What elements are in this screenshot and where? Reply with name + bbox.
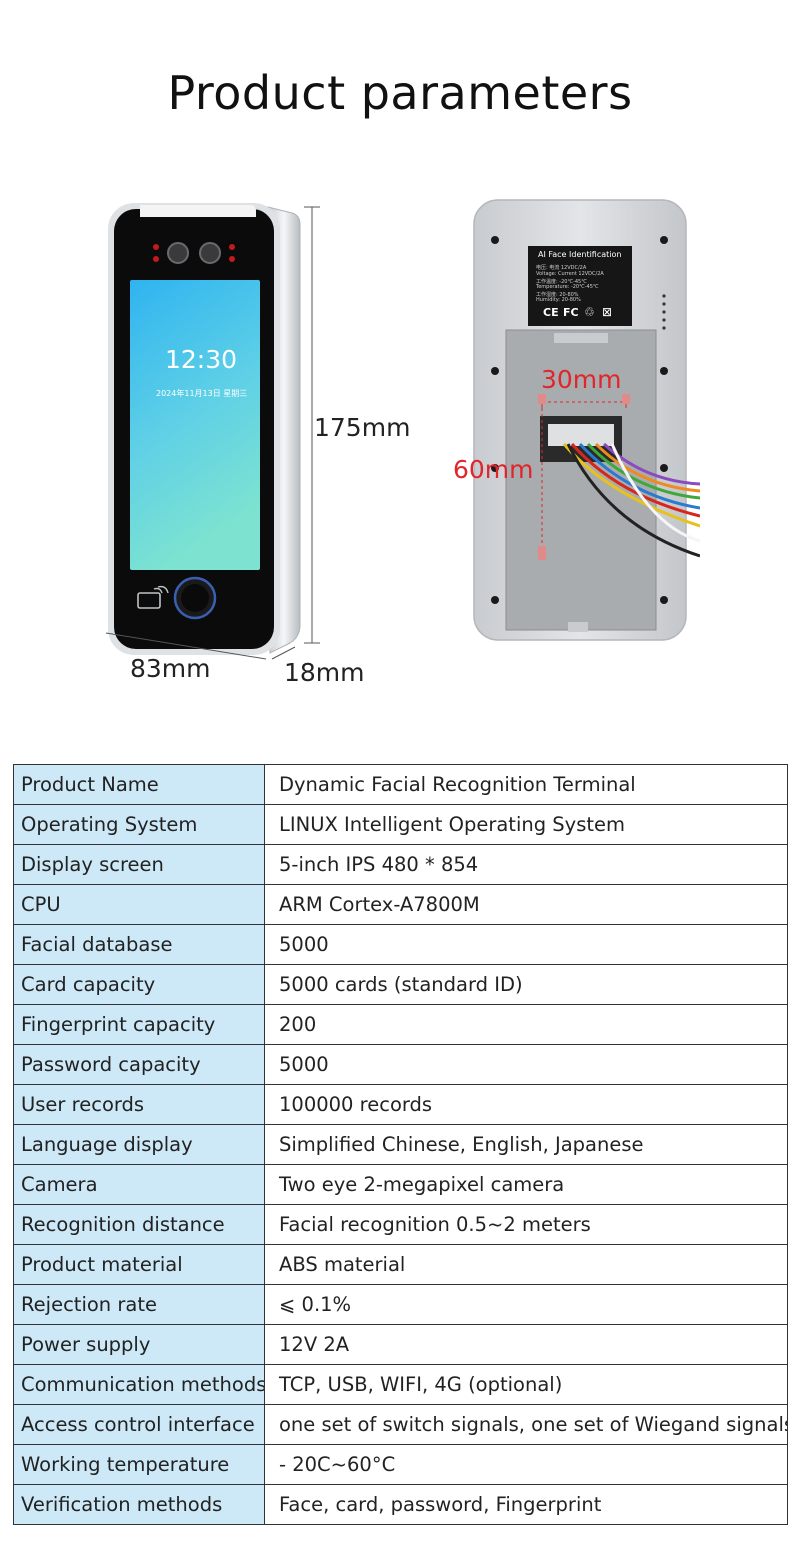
back-device-illustration xyxy=(473,199,700,641)
spec-key-cell: Language display xyxy=(13,1124,265,1165)
spec-value-cell: - 20C~60°C xyxy=(264,1444,788,1485)
cert-mark-recycle: ♲ xyxy=(584,305,595,319)
dimension-width: 83mm xyxy=(130,654,211,683)
spec-value-cell: 5000 xyxy=(264,1044,788,1085)
spec-key-cell: User records xyxy=(13,1084,265,1125)
spec-value-cell: Two eye 2-megapixel camera xyxy=(264,1164,788,1205)
spec-key-cell: Working temperature xyxy=(13,1444,265,1485)
ir-light-icon xyxy=(153,256,159,262)
spec-value-cell: Face, card, password, Fingerprint xyxy=(264,1484,788,1525)
spec-value-cell: ABS material xyxy=(264,1244,788,1285)
device-screen xyxy=(130,280,260,570)
product-label xyxy=(528,246,632,326)
screen-time: 12:30 xyxy=(165,345,238,374)
spec-value-cell: ⩽ 0.1% xyxy=(264,1284,788,1325)
spec-key-cell: Recognition distance xyxy=(13,1204,265,1245)
spec-value-cell: 5000 cards (standard ID) xyxy=(264,964,788,1005)
spec-key-cell: Power supply xyxy=(13,1324,265,1365)
spec-key-cell: Product material xyxy=(13,1244,265,1285)
spec-key-cell: Access control interface xyxy=(13,1404,265,1445)
label-line: Voltage: Current 12VDC/2A xyxy=(536,271,604,277)
spec-value-cell: 5000 xyxy=(264,924,788,965)
spec-key-cell: Card capacity xyxy=(13,964,265,1005)
spec-value-cell: LINUX Intelligent Operating System xyxy=(264,804,788,845)
table-row: Working temperature- 20C~60°C xyxy=(13,1444,788,1485)
ir-light-icon xyxy=(153,244,159,250)
label-line: Temperature: -20℃-45℃ xyxy=(536,284,599,290)
spec-value-cell: 12V 2A xyxy=(264,1324,788,1365)
spec-key-cell: Camera xyxy=(13,1164,265,1205)
spec-key-cell: Display screen xyxy=(13,844,265,885)
cert-mark-fc: FC xyxy=(563,306,579,319)
dimension-mount-height: 60mm xyxy=(453,455,534,484)
spec-key-cell: Product Name xyxy=(13,764,265,805)
label-line: 工作湿度: 20-80% xyxy=(536,292,579,298)
spec-value-cell: 200 xyxy=(264,1004,788,1045)
spec-key-cell: Password capacity xyxy=(13,1044,265,1085)
spec-key-cell: Operating System xyxy=(13,804,265,845)
spec-value-cell: one set of switch signals, one set of Wi… xyxy=(264,1404,788,1445)
screen-date: 2024年11月13日 星期三 xyxy=(156,389,248,398)
card-reader-icon xyxy=(137,585,169,609)
label-line: 电压: 电流 12VDC/2A xyxy=(536,265,587,271)
dimension-height: 175mm xyxy=(314,413,411,442)
spec-value-cell: Facial recognition 0.5~2 meters xyxy=(264,1204,788,1245)
spec-key-cell: Fingerprint capacity xyxy=(13,1004,265,1045)
spec-value-cell: ARM Cortex-A7800M xyxy=(264,884,788,925)
camera-lens-icon xyxy=(167,242,189,264)
cert-mark-ce: CE xyxy=(543,306,559,319)
label-title: AI Face Identification xyxy=(538,250,622,259)
spec-key-cell: Verification methods xyxy=(13,1484,265,1525)
page-title: Product parameters xyxy=(167,66,633,120)
table-row: Rejection rate⩽ 0.1% xyxy=(13,1284,788,1325)
spec-value-cell: Simplified Chinese, English, Japanese xyxy=(264,1124,788,1165)
spec-key-cell: Rejection rate xyxy=(13,1284,265,1325)
spec-key-cell: Communication methods xyxy=(13,1364,265,1405)
front-device-illustration xyxy=(105,203,320,660)
spec-value-cell: 100000 records xyxy=(264,1084,788,1125)
label-line: Humidity: 20-80% xyxy=(536,297,581,303)
spec-value-cell: 5-inch IPS 480 * 854 xyxy=(264,844,788,885)
label-line: 工作温度: -20℃-45℃ xyxy=(536,279,587,285)
spec-value-cell: Dynamic Facial Recognition Terminal xyxy=(264,764,788,805)
spec-key-cell: Facial database xyxy=(13,924,265,965)
dimension-mount-width: 30mm xyxy=(541,365,622,394)
spec-value-cell: TCP, USB, WIFI, 4G (optional) xyxy=(264,1364,788,1405)
spec-key-cell: CPU xyxy=(13,884,265,925)
ir-light-icon xyxy=(229,256,235,262)
ir-light-icon xyxy=(229,244,235,250)
cert-mark-weee: ⊠ xyxy=(602,305,613,319)
dimension-depth: 18mm xyxy=(284,658,365,687)
camera-lens-icon xyxy=(199,242,221,264)
